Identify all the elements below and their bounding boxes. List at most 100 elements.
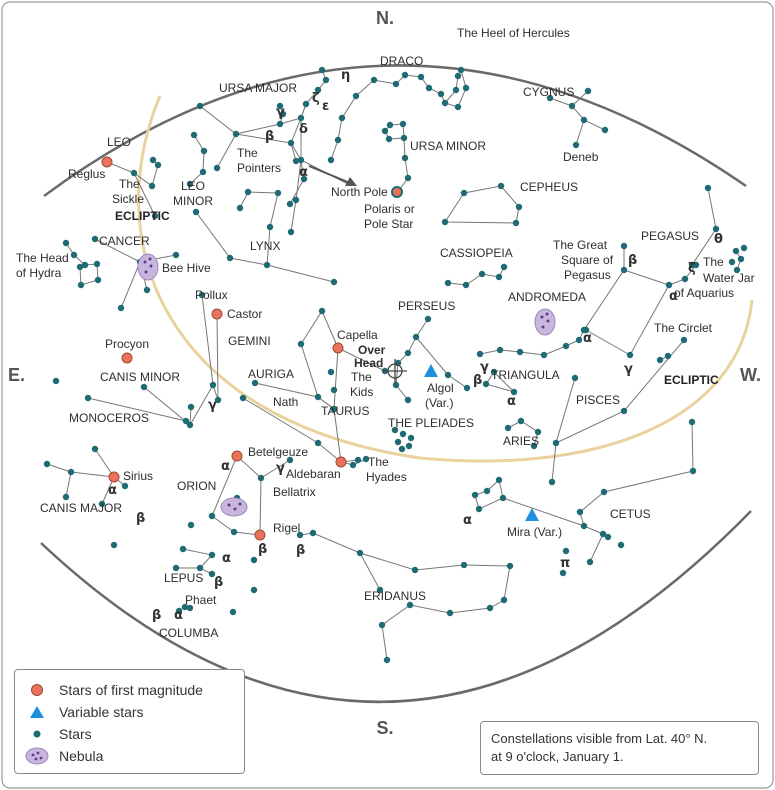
label-reglus: Reglus — [68, 167, 105, 181]
star-dot — [172, 564, 180, 572]
legend-nebula-label: Nebula — [59, 748, 104, 764]
star-dot — [236, 204, 244, 212]
star-dot — [460, 189, 468, 197]
star-dot — [196, 564, 204, 572]
star-dot — [327, 368, 335, 376]
star-dot — [572, 141, 580, 149]
greek-gamma-ursa-major: γ — [276, 105, 285, 120]
direction-east: E. — [8, 365, 25, 385]
star-dot — [499, 494, 507, 502]
star-dot — [62, 239, 70, 247]
greek-pi-cetus: π — [560, 556, 570, 571]
star-dot — [392, 381, 400, 389]
star-dot — [322, 76, 330, 84]
labels: URSA MAJOR DRACO The Heel of Hercules CY… — [16, 26, 755, 640]
label-draco: DRACO — [380, 54, 423, 68]
star-dot — [338, 114, 346, 122]
greek-labels: η ζ ε δ γ β α θ ζ β α α γ γ β α γ α γ α … — [108, 68, 723, 623]
star-dot — [297, 114, 305, 122]
star-rigel — [254, 529, 266, 541]
greek-alpha-canis-major: α — [108, 483, 117, 498]
star-dot — [482, 380, 490, 388]
star-dot — [186, 421, 194, 429]
star-dot — [454, 103, 462, 111]
label-north-pole: North Pole — [331, 185, 388, 199]
star-dot — [656, 356, 664, 364]
star-dot — [318, 66, 326, 74]
star-dot — [94, 276, 102, 284]
label-lepus: LEPUS — [164, 571, 203, 585]
star-dot — [76, 263, 84, 271]
star-dot — [516, 348, 524, 356]
nebula-icon — [25, 747, 49, 765]
star-dot — [665, 281, 673, 289]
star-dot — [330, 386, 338, 394]
label-the-pleiades: THE PLEIADES — [388, 416, 474, 430]
label-mira: Mira (Var.) — [507, 525, 562, 539]
greek-zeta-ursa-major: ζ — [312, 91, 320, 106]
caption-box: Constellations visible from Lat. 40° N. … — [480, 721, 759, 775]
star-dot — [401, 71, 409, 79]
label-triangula: TRIANGULA — [491, 368, 560, 382]
star-dot — [208, 512, 216, 520]
direction-west: W. — [740, 365, 761, 385]
star-dot — [93, 260, 101, 268]
star-dot — [213, 164, 221, 172]
star-dot — [584, 87, 592, 95]
star-dot — [490, 368, 498, 376]
star-dot — [712, 225, 720, 233]
star-dot — [352, 92, 360, 100]
greek-zeta-pegasus: ζ — [688, 261, 696, 276]
star-dot — [689, 467, 697, 475]
legend-stars: Stars — [25, 724, 92, 744]
star-dot — [575, 336, 583, 344]
label-columba: COLUMBA — [159, 626, 218, 640]
star-dot — [130, 169, 138, 177]
star-dot — [244, 188, 252, 196]
star-dot — [457, 66, 465, 74]
star-dot — [172, 251, 180, 259]
star-dot — [704, 184, 712, 192]
star-dot — [154, 161, 162, 169]
star-dot — [404, 396, 412, 404]
star-dot — [495, 476, 503, 484]
star-dot — [476, 350, 484, 358]
star-dot — [296, 531, 304, 539]
label-ursa-major: URSA MAJOR — [219, 81, 297, 95]
star-dot — [728, 258, 736, 266]
label-polaris-1: Polaris or — [364, 202, 415, 216]
star-dot — [559, 569, 567, 577]
greek-beta-canis-major: β — [136, 511, 145, 526]
label-algol-2: (Var.) — [425, 396, 453, 410]
star-dot — [362, 455, 370, 463]
label-great-square-1: The Great — [553, 238, 608, 252]
star-dot — [617, 541, 625, 549]
star-dot — [546, 94, 554, 102]
star-dot — [196, 102, 204, 110]
legend-stars-label: Stars — [59, 726, 92, 742]
star-dot — [327, 156, 335, 164]
star-dot — [287, 139, 295, 147]
star-dot — [688, 261, 696, 269]
star-dot — [497, 182, 505, 190]
greek-delta-ursa-major: δ — [299, 122, 308, 137]
star-dot — [148, 182, 156, 190]
star-dot — [444, 371, 452, 379]
star-dot — [460, 561, 468, 569]
star-dot — [496, 346, 504, 354]
star-dot — [200, 147, 208, 155]
label-bee-hive: Bee Hive — [162, 261, 211, 275]
label-perseus: PERSEUS — [398, 299, 455, 313]
label-water-jar-3: of Aquarius — [674, 286, 734, 300]
star-dot — [406, 601, 414, 609]
greek-alpha-orion: α — [221, 459, 230, 474]
star-dot — [530, 442, 538, 450]
star-dot — [192, 208, 200, 216]
caption-line-2: at 9 o'clock, January 1. — [491, 749, 624, 764]
label-cepheus: CEPHEUS — [520, 180, 578, 194]
star-dot — [512, 219, 520, 227]
legend-variable: Variable stars — [25, 702, 144, 722]
star-dot — [239, 394, 247, 402]
greek-alpha-columba: α — [174, 608, 183, 623]
